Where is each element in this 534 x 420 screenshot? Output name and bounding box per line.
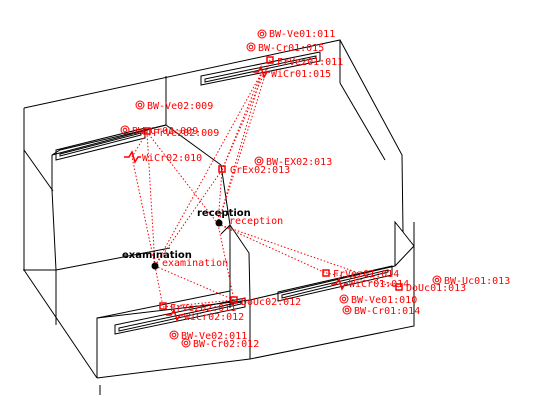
window-contact-icon — [266, 56, 274, 64]
sensor-label: BW-Ve01:010 — [351, 295, 417, 306]
sensor-bw-cr02-012[interactable]: BW-Cr02:012 — [181, 338, 259, 350]
motion-sensor-icon — [120, 125, 130, 135]
examination-marker — [151, 262, 159, 270]
room-sublabel-examination: examination — [162, 258, 228, 269]
sensor-label: BW-EX02:013 — [266, 157, 332, 168]
sensor-label: BW-Ve02:011 — [181, 331, 247, 342]
room-sublabel-reception: reception — [229, 216, 283, 227]
sensor-frvez02-011[interactable]: FrVez02:011 — [159, 302, 236, 314]
room-reception[interactable]: reception reception — [197, 208, 283, 227]
motion-sensor-icon — [257, 29, 267, 39]
sensor-label: WiCr02:010 — [142, 153, 202, 164]
sensor-douc01-013[interactable]: DoUc01:013 — [395, 283, 466, 294]
door-contact-icon — [395, 283, 403, 291]
sensor-label: BW-Uc01:013 — [444, 276, 510, 287]
window-tilt-icon — [166, 308, 183, 322]
glass-break-icon — [218, 165, 226, 173]
sensor-bw-cr01-015[interactable]: BW-Cr01:015 — [246, 42, 324, 54]
motion-sensor-icon — [246, 42, 256, 52]
motion-sensor-icon — [181, 338, 191, 348]
sensor-bw-ve01-011[interactable]: BW-Ve01:011 — [257, 29, 335, 40]
sensor-label: WiCr01:015 — [271, 69, 331, 80]
sensor-bw-ve02-009[interactable]: BW-Ve02:009 — [135, 100, 213, 112]
motion-sensor-icon — [339, 294, 349, 304]
motion-sensor-icon — [342, 305, 352, 315]
sensor-label: FrVez02:011 — [170, 303, 236, 314]
sensor-label: WiCr02:012 — [184, 312, 244, 323]
room-examination[interactable]: examination examination — [122, 250, 228, 270]
window-contact-icon — [159, 302, 167, 310]
sensor-bw-ex02-013[interactable]: BW-EX02:013 — [254, 156, 332, 168]
door-contact-icon — [230, 296, 238, 304]
sensor-douc02-012[interactable]: DoUc02:012 — [230, 296, 301, 308]
motion-sensor-icon — [254, 156, 264, 166]
sensor-bw-cr01-014[interactable]: BW-Cr01:014 — [342, 305, 420, 317]
sensor-label: BW-Cr01:014 — [354, 306, 420, 317]
sensor-bw-ve02-011[interactable]: BW-Ve02:011 — [169, 330, 247, 342]
sensor-label: FrVez02:009 — [153, 128, 219, 139]
sensor-label: FrVez01:014 — [333, 269, 399, 280]
motion-sensor-icon — [169, 330, 179, 340]
walls — [23, 39, 415, 395]
sensor-label: BW-Ve02:009 — [147, 101, 213, 112]
window-tilt-icon — [331, 277, 348, 291]
sensor-bw-ve01-010[interactable]: BW-Ve01:010 — [339, 294, 417, 306]
sensor-label: BW-Ve01:011 — [269, 29, 335, 40]
sensor-label: BW-Cr02:012 — [193, 339, 259, 350]
sensor-bw-cr02-009[interactable]: BW-Cr02:009 — [120, 125, 198, 137]
motion-sensor-icon — [135, 100, 145, 110]
sensor-label: FrVez01:011 — [277, 57, 343, 68]
window-contact-icon — [322, 269, 330, 277]
sensor-grex02-013[interactable]: GrEx02:013 — [218, 165, 290, 176]
reception-marker — [215, 219, 223, 227]
sensor-wicr02-012[interactable]: WiCr02:012 — [166, 308, 244, 323]
sensor-label: BW-Cr02:009 — [132, 126, 198, 137]
sensor-frvez01-011[interactable]: FrVez01:011 — [266, 56, 343, 68]
sensor-links — [131, 59, 400, 308]
window-tilt-icon — [124, 150, 141, 164]
room-label-examination: examination — [122, 250, 192, 261]
sensor-bw-uc01-013[interactable]: BW-Uc01:013 — [432, 275, 510, 287]
sensor-label: GrEx02:013 — [230, 165, 290, 176]
motion-sensor-icon — [432, 275, 442, 285]
sensor-wicr01-014[interactable]: WiCr01:014 — [331, 277, 409, 291]
sensor-label: DoUc01:013 — [406, 283, 466, 294]
sensor-label: WiCr01:014 — [349, 279, 409, 290]
sensor-label: BW-Cr01:015 — [258, 43, 324, 54]
sensor-frvez02-009[interactable]: FrVez02:009 — [143, 127, 219, 139]
sensor-wicr01-015[interactable]: WiCr01:015 — [253, 65, 331, 80]
room-label-reception: reception — [197, 208, 251, 219]
sensor-wicr02-010[interactable]: WiCr02:010 — [124, 150, 202, 164]
window-contact-icon — [143, 127, 151, 135]
window-tilt-icon — [253, 65, 270, 79]
sensor-frvez01-014[interactable]: FrVez01:014 — [322, 269, 399, 280]
sensor-label: DoUc02:012 — [241, 297, 301, 308]
